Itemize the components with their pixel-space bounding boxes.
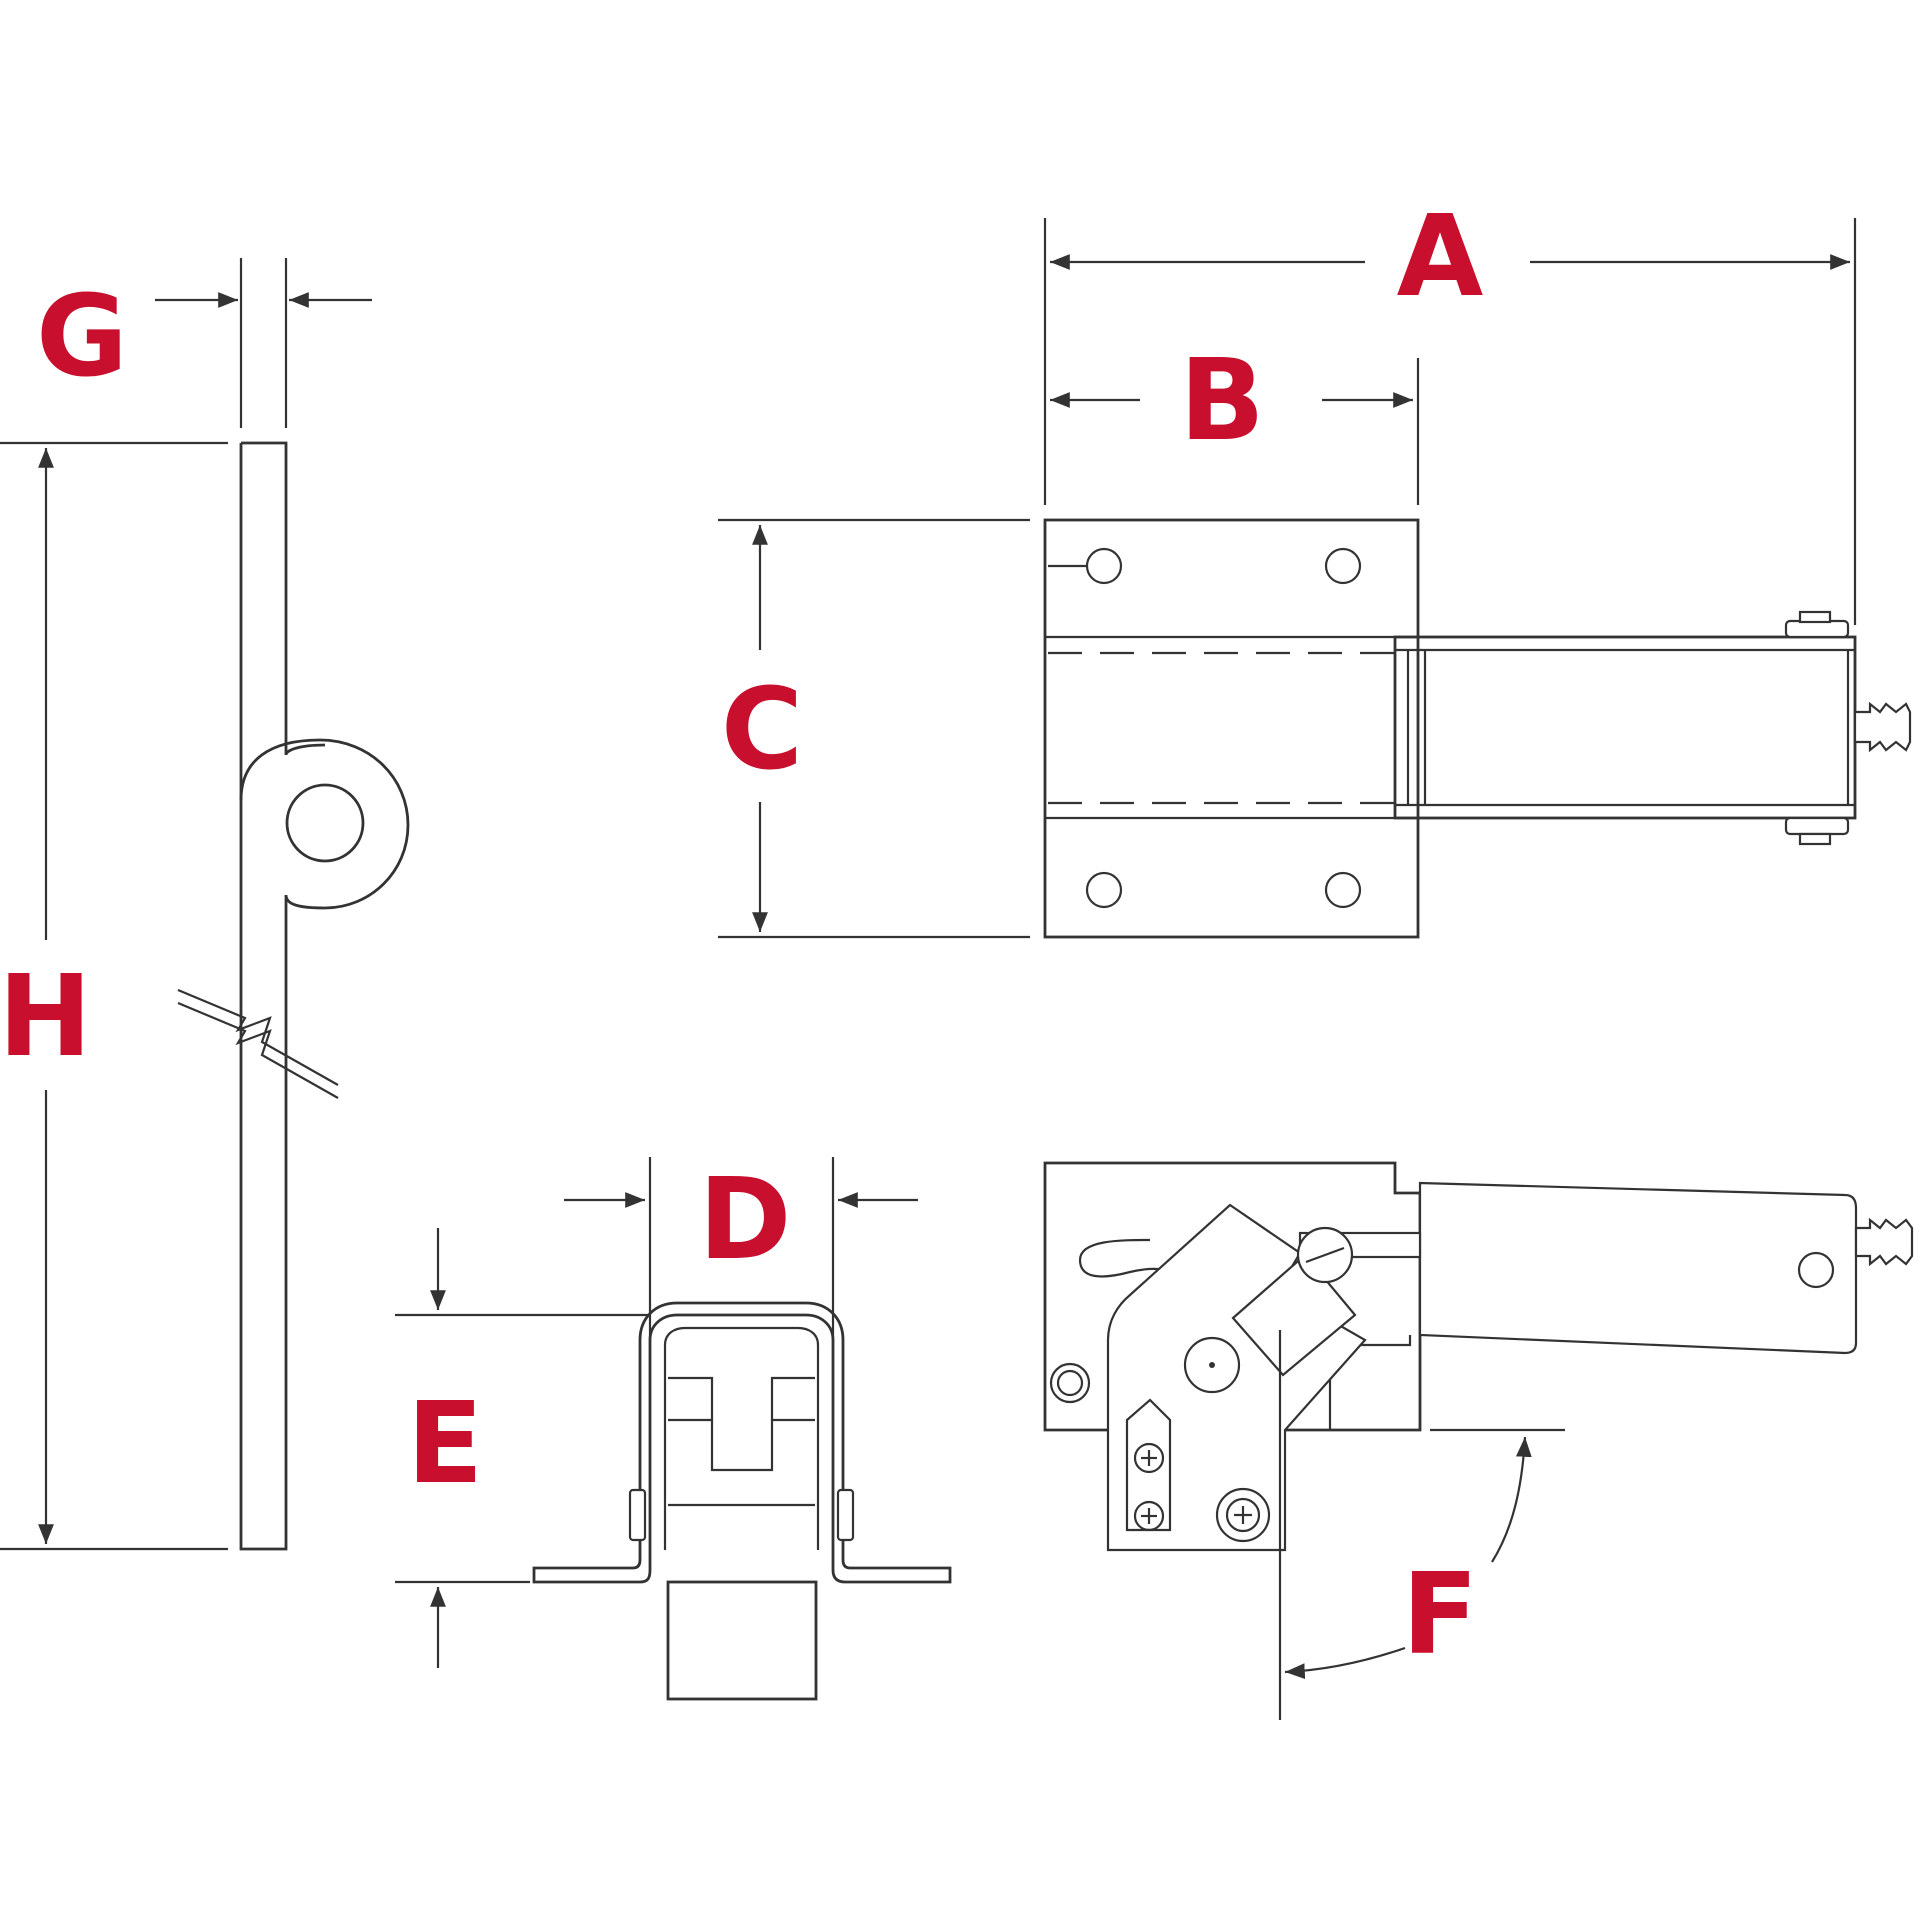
label-h: H	[0, 952, 92, 1082]
cylinder-pivot-hole	[1797, 1251, 1835, 1289]
side-elevation-view	[1043, 1161, 1914, 1720]
top-plan-view	[718, 218, 1912, 939]
air-fitting-side	[1854, 1217, 1914, 1267]
label-g: G	[36, 272, 128, 402]
base-plate	[1043, 518, 1420, 939]
spindle-screw-top	[1133, 1442, 1165, 1474]
cylinder-end-view	[666, 1580, 818, 1701]
end-bolt-bottom-head	[1798, 832, 1832, 846]
mount-hole-bottom-left	[1085, 871, 1123, 909]
roller-slot	[1305, 1246, 1345, 1264]
pivot-center	[1209, 1362, 1215, 1368]
end-bolt-top-head	[1798, 610, 1832, 624]
front-end-view	[395, 1157, 952, 1701]
break-line-lower	[177, 1001, 339, 1099]
cylinder-side	[1418, 1181, 1858, 1355]
bracket-u-inner	[663, 1326, 820, 1550]
mount-hole-top-right	[1324, 547, 1362, 585]
inner-jaw	[710, 1420, 774, 1472]
hinge-pin-hole	[285, 783, 365, 863]
cylinder-body-top	[1393, 635, 1857, 820]
frame-hole-inner	[1056, 1369, 1084, 1397]
f-arc-arrow-upper	[1491, 1436, 1532, 1563]
arm-bolt-inner	[1225, 1497, 1261, 1533]
hinge-curl-join	[284, 743, 326, 756]
label-c: C	[721, 665, 803, 795]
main-pivot	[1183, 1336, 1241, 1394]
bracket-u-outer	[532, 1301, 952, 1584]
inner-block-right	[770, 1376, 815, 1422]
label-d: D	[699, 1155, 792, 1285]
mount-hole-top-left	[1085, 547, 1123, 585]
air-fitting-top	[1853, 701, 1912, 753]
frame-hole-outer	[1049, 1362, 1091, 1404]
label-a: A	[1397, 192, 1484, 322]
end-bolt-bottom	[1784, 816, 1850, 836]
f-arc-arrow-lower	[1284, 1646, 1406, 1680]
hinge-curl-outer	[239, 738, 410, 1030]
mount-hole-bottom-right	[1324, 871, 1362, 909]
latch-block	[1231, 1253, 1357, 1377]
label-f: F	[1402, 1550, 1479, 1680]
label-e: E	[407, 1379, 484, 1509]
side-profile-view	[0, 258, 410, 1551]
hinge-leaf-profile	[239, 441, 288, 1551]
label-b: B	[1179, 336, 1264, 466]
end-bolt-top	[1784, 619, 1850, 639]
inner-block-left	[668, 1376, 714, 1422]
spindle-screw-bottom	[1133, 1500, 1165, 1532]
side-bolt-right	[836, 1488, 855, 1542]
side-bolt-left	[628, 1488, 647, 1542]
break-line-upper	[177, 988, 339, 1086]
